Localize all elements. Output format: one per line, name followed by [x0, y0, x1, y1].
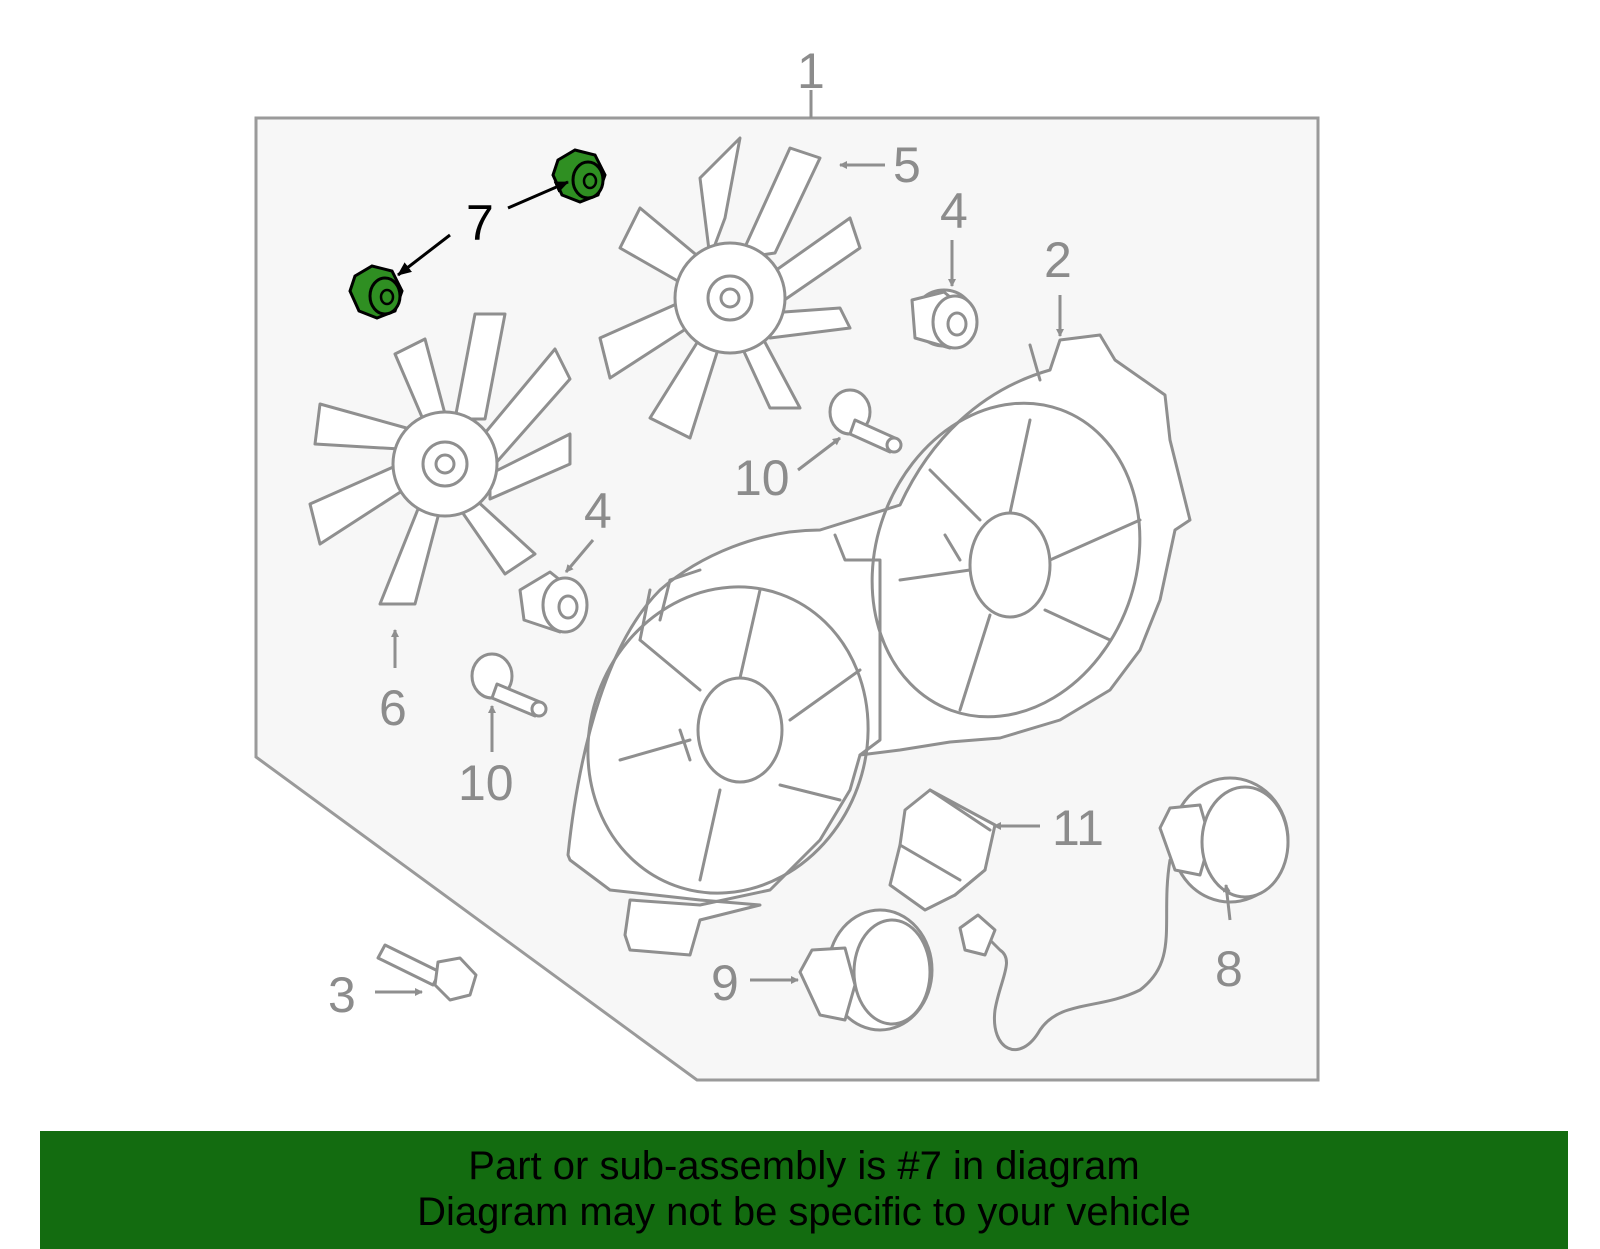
motor-8: [958, 776, 1290, 1052]
callout-3: 3: [328, 967, 356, 1023]
callout-10-upper: 10: [734, 450, 790, 506]
leader-7b: [397, 233, 451, 277]
banner-line-disclaimer: Diagram may not be specific to your vehi…: [417, 1190, 1191, 1234]
callout-2: 2: [1044, 232, 1072, 288]
spacer-4-upper: [910, 288, 979, 350]
callout-5: 5: [893, 137, 921, 193]
nut-7-lower[interactable]: [348, 264, 404, 320]
callout-4-upper: 4: [940, 183, 968, 239]
motor-9: [798, 908, 934, 1032]
spacer-4-lower: [518, 570, 589, 634]
part-info-banner: Part or sub-assembly is #7 in diagram Di…: [40, 1131, 1568, 1249]
leader-4b: [564, 539, 595, 573]
callout-11: 11: [1052, 800, 1104, 856]
fan-shroud: [566, 333, 1192, 957]
bolt-10-upper: [828, 388, 903, 454]
callout-10-lower: 10: [458, 755, 514, 811]
bolt-10-lower: [470, 652, 548, 718]
bolt-3: [376, 943, 478, 1002]
module-11: [888, 788, 997, 912]
callout-7: 7: [466, 195, 494, 251]
nut-7-upper[interactable]: [551, 148, 607, 204]
callout-1: 1: [797, 43, 825, 99]
callout-8: 8: [1215, 941, 1243, 997]
callout-4-lower: 4: [584, 483, 612, 539]
fan-blade-6: [308, 312, 572, 606]
leader-8: [1222, 884, 1232, 921]
callout-6: 6: [379, 680, 407, 736]
fan-blade-5: [598, 136, 862, 440]
callout-9: 9: [711, 955, 739, 1011]
leader-10a: [797, 436, 841, 472]
banner-line-part: Part or sub-assembly is #7 in diagram: [468, 1144, 1140, 1188]
leader-7a: [507, 180, 569, 210]
